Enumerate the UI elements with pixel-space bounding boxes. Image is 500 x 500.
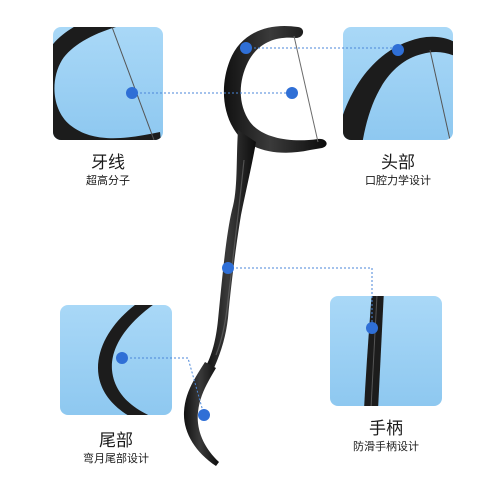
handle-subtitle: 防滑手柄设计: [353, 440, 419, 453]
leader-lines: [122, 47, 398, 416]
pick-handle-highlight: [215, 159, 245, 356]
floss-zoom-content: [53, 27, 162, 140]
tail-title: 尾部: [99, 431, 133, 451]
handle-zoom-panel: [330, 296, 442, 406]
tail-subtitle: 弯月尾部设计: [83, 452, 149, 465]
floss-subtitle: 超高分子: [86, 174, 130, 187]
leader-handle: [228, 267, 373, 328]
head-title: 头部: [381, 153, 415, 173]
handle-title: 手柄: [369, 419, 403, 439]
dot-tail-panel: [116, 352, 128, 364]
dot-floss-main: [286, 87, 298, 99]
leader-tail: [122, 357, 205, 416]
pick-floss-string: [293, 35, 319, 143]
dot-head-panel: [392, 44, 404, 56]
dot-tail-main: [198, 409, 210, 421]
floss-pick-illustration: [183, 25, 327, 466]
dot-handle-panel: [366, 322, 378, 334]
marker-dots: [116, 42, 404, 421]
pick-tail-hook: [183, 362, 219, 466]
head-subtitle: 口腔力学设计: [365, 174, 431, 187]
pick-head-arc: [223, 25, 327, 153]
handle-zoom-content: [364, 296, 384, 406]
head-zoom-content: [343, 36, 453, 140]
dot-head-main: [240, 42, 252, 54]
dot-handle-main: [222, 262, 234, 274]
floss-title: 牙线: [91, 153, 125, 173]
dot-floss-panel: [126, 87, 138, 99]
tail-zoom-content: [98, 305, 160, 415]
pick-handle: [205, 130, 256, 368]
